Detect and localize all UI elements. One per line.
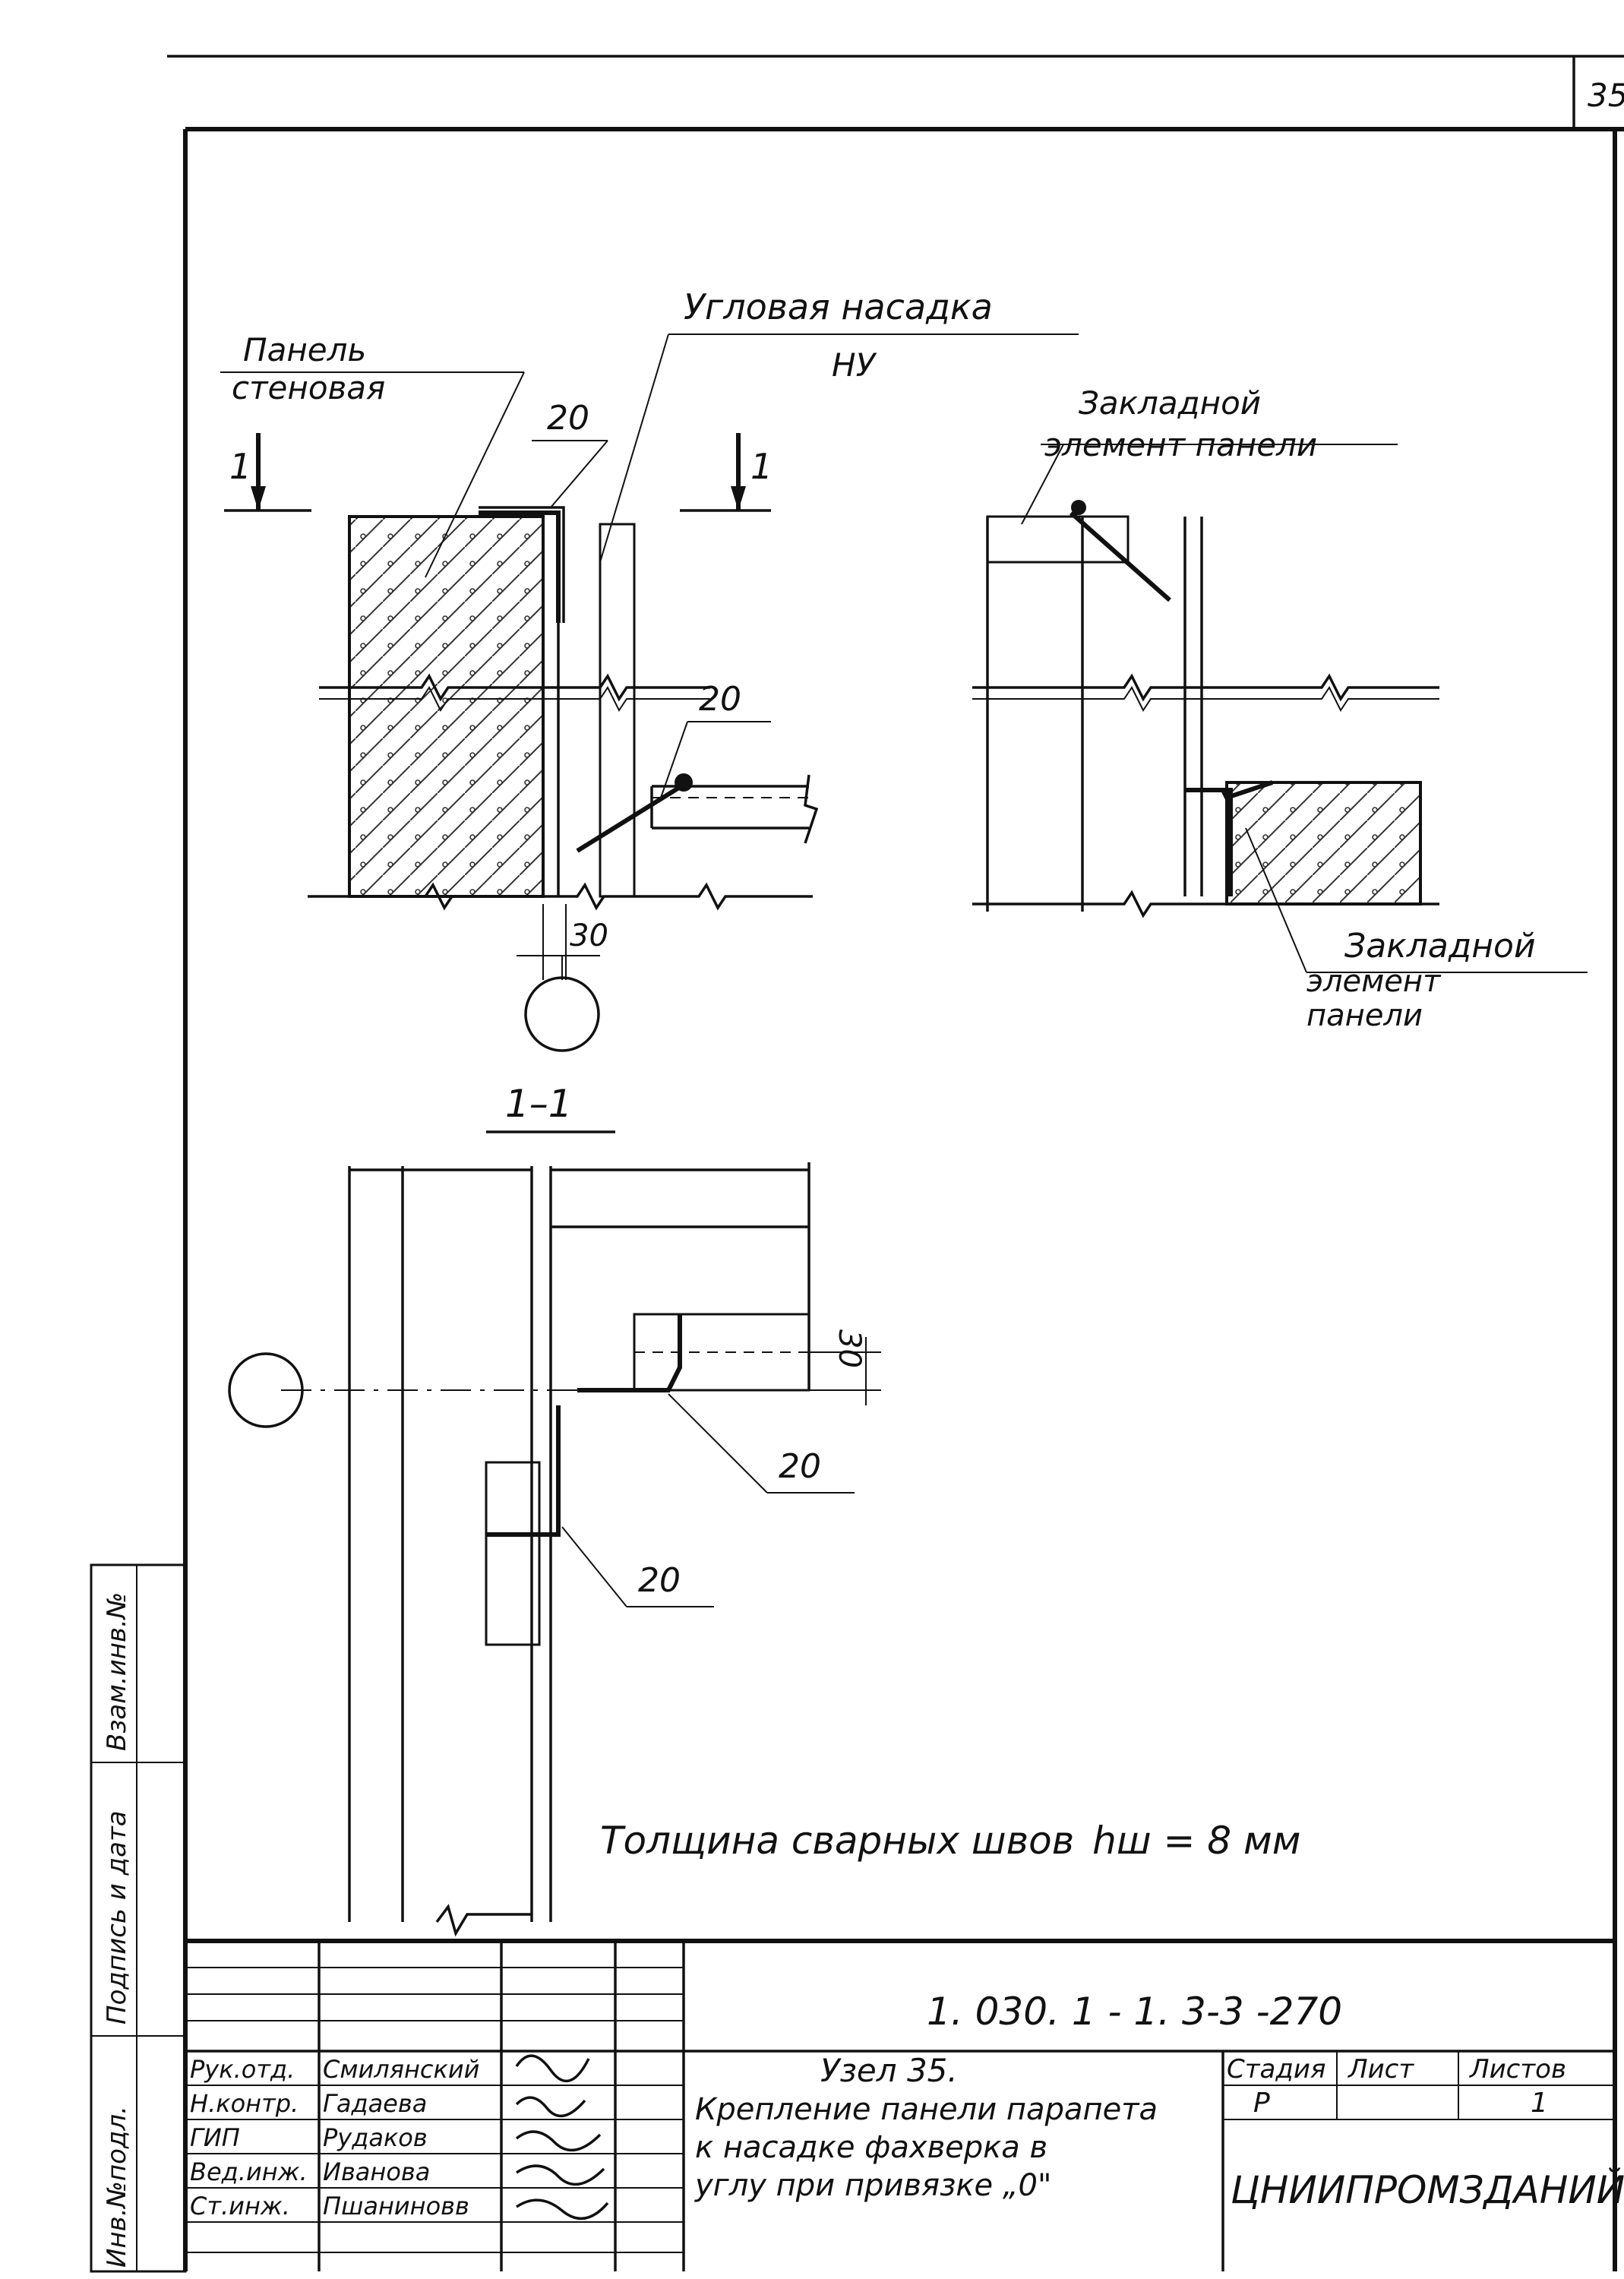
side-stamp: Инв.№подл. Подпись и дата Взам.инв.№: [90, 1563, 187, 2273]
staff-role-5: Ст.инж.: [190, 2192, 290, 2221]
description-2: к насадке фахверка в: [695, 2130, 1047, 2165]
section-weld-20-b: 20: [638, 1561, 681, 1600]
staff-name-4: Иванова: [323, 2157, 430, 2186]
weld-dot-right: [1071, 500, 1086, 515]
staff-name-1: Смилянский: [323, 2055, 479, 2084]
page-number: 35: [1588, 77, 1624, 114]
dim-30-text: 30: [570, 918, 608, 953]
side-stamp-inv: Инв.№подл.: [102, 2106, 132, 2268]
side-stamp-sign: Подпись и дата: [102, 1810, 132, 2025]
embedded-top-label-1: Закладной: [1079, 384, 1261, 422]
beam-break: [804, 774, 819, 844]
staff-list: Рук.отд. Смилянский Н.контр. Гадаева ГИП…: [190, 2055, 479, 2221]
panel-leader: [425, 371, 525, 578]
wall-panel-right: [1225, 781, 1422, 906]
break-line-right-bottom: [972, 890, 1439, 918]
weld-leader: [550, 440, 608, 508]
signature-2: [515, 2096, 586, 2118]
staff-role-3: ГИП: [190, 2123, 240, 2152]
embedded-bottom-label-3: панели: [1306, 998, 1423, 1033]
organization: ЦНИИПРОМЗДАНИЙ: [1231, 2167, 1624, 2212]
section-angle-lower: [486, 1405, 561, 1537]
embedded-top-leader: [1021, 444, 1064, 525]
sheets-label: Листов: [1468, 2054, 1566, 2085]
weld-20-top: 20: [547, 399, 589, 438]
section-dim-30: 30: [832, 1329, 867, 1368]
staff-role-1: Рук.отд.: [190, 2055, 295, 2084]
description-3: углу при привязке „0": [694, 2168, 1051, 2203]
corner-nozzle: [599, 523, 636, 898]
sheets-value: 1: [1531, 2088, 1548, 2119]
embedded-bottom-leader: [1245, 827, 1307, 973]
section-mark-right: 1: [750, 446, 773, 487]
section-1-1: 1–1 30 20 20: [228, 1082, 881, 1937]
embedded-bottom-label-2: элемент: [1306, 964, 1442, 999]
angle-top: [479, 510, 561, 623]
staff-name-5: Пшаниновв: [323, 2192, 469, 2221]
break-line-right-top-2: [972, 686, 1439, 712]
embedded-plate-top: [986, 515, 1130, 564]
embedded-bottom-label-1: Закладной: [1344, 927, 1536, 966]
staff-role-4: Вед.инж.: [190, 2157, 308, 2186]
signature-5: [516, 2198, 609, 2221]
signature-4: [516, 2164, 605, 2186]
panel-label-1: Панель: [243, 331, 366, 368]
weld-note: Толщина сварных швов hш = 8 мм: [600, 1819, 1300, 1863]
brace-top: [1070, 510, 1171, 602]
section-break-bottom: [435, 1904, 532, 1937]
staff-role-2: Н.контр.: [190, 2089, 299, 2118]
view-right-elevation: Закладной элемент панели Закладной элеме…: [972, 384, 1588, 1033]
break-line-top: [319, 673, 710, 702]
section-weld-20-a: 20: [779, 1447, 821, 1486]
stage-label: Стадия: [1227, 2054, 1325, 2085]
view-left-elevation: 1 1 30 Панель стеновая: [220, 286, 1079, 1052]
section-angle-upper: [577, 1314, 682, 1392]
arrow-head-left: [251, 486, 266, 510]
panel-label-2: стеновая: [232, 369, 385, 406]
section-title: 1–1: [505, 1082, 573, 1126]
stage-value: Р: [1253, 2088, 1270, 2119]
weld-20-middle: 20: [699, 680, 741, 719]
sheet-label: Лист: [1347, 2054, 1414, 2085]
break-line-top-2: [319, 686, 710, 712]
angle-right-2: [1185, 788, 1233, 896]
doc-number: 1. 030. 1 - 1. 3-3 -270: [927, 1990, 1342, 2034]
angle-top-outline: [479, 506, 565, 623]
section-axis-bubble: [228, 1352, 304, 1428]
angle-right: [1221, 780, 1273, 801]
staff-name-2: Гадаева: [323, 2089, 427, 2118]
weld-mid-leader: [660, 721, 688, 798]
side-stamp-frame: [90, 1563, 187, 2273]
break-line-right-top: [972, 673, 1439, 702]
wall-panel: [348, 515, 545, 898]
description-1: Крепление панели парапета: [695, 2092, 1158, 2127]
signature-3: [515, 2130, 602, 2152]
side-stamp-replace: Взам.инв.№: [102, 1592, 132, 1751]
section-weld-leader-a: [668, 1393, 768, 1494]
nozzle-label: Угловая насадка: [684, 286, 993, 327]
title-block: 1. 030. 1 - 1. 3-3 -270 Стадия Лист Лист…: [185, 1939, 1624, 2271]
staff-name-3: Рудаков: [323, 2123, 428, 2152]
section-mark-left: 1: [229, 446, 251, 487]
wall-panel-section: [485, 1461, 541, 1646]
node-title: Узел 35.: [820, 2052, 958, 2089]
weld-note-formula: hш = 8 мм: [1092, 1819, 1300, 1863]
nozzle-code: НУ: [832, 346, 877, 384]
weld-dot: [675, 773, 693, 792]
nozzle-leader: [599, 333, 669, 563]
section-weld-leader-b: [561, 1526, 627, 1607]
axis-bubble: [524, 976, 600, 1052]
weld-note-text: Толщина сварных швов: [600, 1819, 1074, 1863]
brace-angle: [576, 780, 689, 853]
arrow-head-right: [731, 486, 746, 510]
break-line-bottom: [308, 882, 813, 911]
signature-1: [515, 2054, 590, 2083]
